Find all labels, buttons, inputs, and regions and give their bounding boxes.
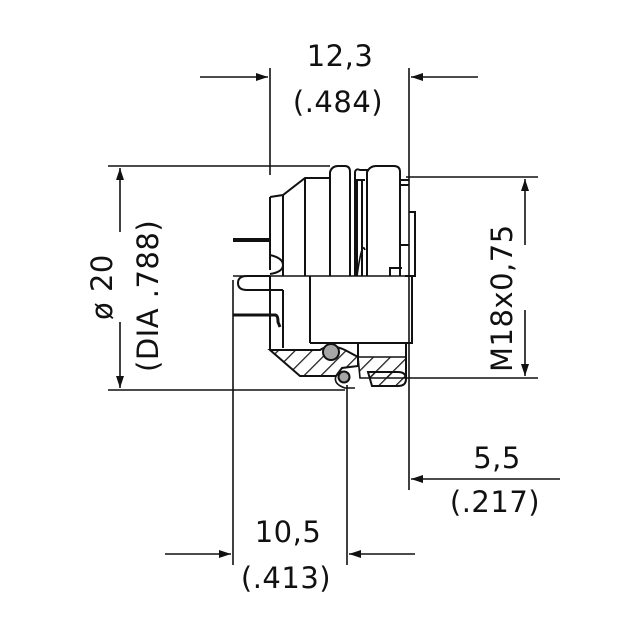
dimension-thread: [406, 176, 538, 379]
dim-bottom-length-mm: 10,5: [254, 515, 322, 549]
o-ring-large: [322, 343, 340, 361]
dim-thread-label: M18x0,75: [485, 224, 519, 372]
dimension-front-length: [408, 340, 560, 490]
dim-diameter-inch: (DIA .788): [131, 219, 165, 372]
dim-front-length-inch: (.217): [449, 485, 541, 519]
dimension-bottom-length: [165, 280, 415, 565]
dim-top-width-mm: 12,3: [306, 39, 374, 73]
dim-front-length-mm: 5,5: [473, 441, 521, 475]
dimension-top-width: [200, 68, 478, 340]
dimension-diameter: [108, 165, 345, 391]
o-ring-small: [337, 370, 351, 384]
dim-diameter-mm: ø 20: [85, 254, 119, 320]
connector-body: [233, 165, 416, 378]
dim-top-width-inch: (.484): [292, 85, 384, 119]
dim-bottom-length-inch: (.413): [240, 561, 332, 595]
